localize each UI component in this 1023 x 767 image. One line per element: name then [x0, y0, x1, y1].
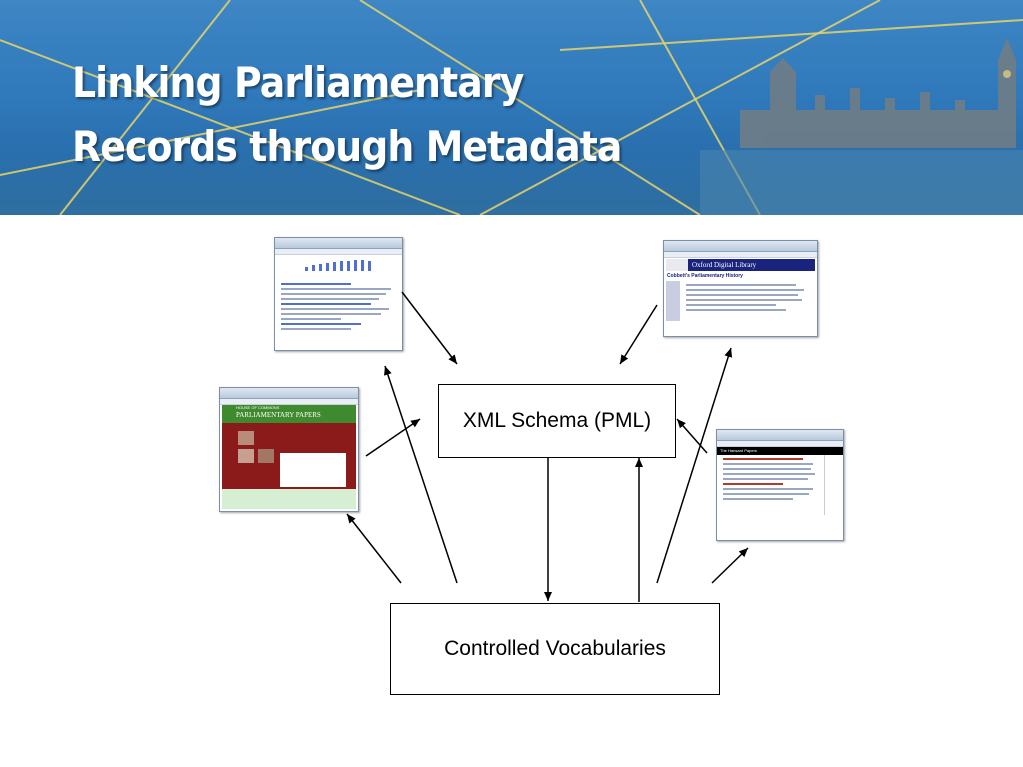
banner-streak: [559, 19, 1023, 51]
oxford-sidebar: [666, 281, 680, 321]
arrow-vocab-to-topleft: [384, 365, 458, 584]
banner-streak: [479, 0, 881, 215]
arrow-midleft-to-xml: [365, 418, 421, 457]
xml-schema-box: XML Schema (PML): [438, 384, 676, 458]
title-banner: Linking Parliamentary Records through Me…: [0, 0, 1023, 215]
parliament-silhouette: [740, 38, 1016, 148]
oxford-logo: [666, 259, 688, 271]
arrow-vocab-to-topright: [656, 347, 733, 584]
banner-streak: [0, 89, 421, 176]
controlled-vocabularies-label: Controlled Vocabularies: [444, 637, 666, 660]
commons-footer: [222, 489, 356, 509]
arrow-topright-to-xml: [619, 304, 658, 365]
commons-header-title: PARLIAMENTARY PAPERS: [236, 411, 321, 419]
hansard-sidebar: [824, 455, 843, 515]
commons-header: HOUSE OF COMMONS PARLIAMENTARY PAPERS: [222, 405, 356, 423]
browser-toolbar: [717, 441, 843, 447]
arrow-vocab-to-midright: [711, 547, 749, 584]
arrow-topleft-to-xml: [401, 291, 458, 365]
commons-photo: [238, 449, 254, 463]
banner-title-line-2: Records through Metadata: [72, 122, 622, 171]
oxford-site-header: Oxford Digital Library: [688, 259, 815, 271]
commons-photo: [238, 431, 254, 445]
banner-background: [0, 0, 1023, 215]
banner-title-line-1: Linking Parliamentary: [72, 58, 524, 107]
commons-search-panel: [280, 453, 346, 487]
browser-chrome: [664, 241, 817, 252]
browser-toolbar: [664, 252, 817, 258]
website-thumbnail-commons-papers: HOUSE OF COMMONS PARLIAMENTARY PAPERS: [219, 387, 359, 512]
xml-schema-label: XML Schema (PML): [462, 409, 652, 432]
oxford-page-heading: Cobbett's Parliamentary History: [667, 273, 743, 279]
banner-streak: [359, 0, 701, 215]
controlled-vocabularies-box: Controlled Vocabularies: [390, 603, 720, 695]
browser-toolbar: [275, 249, 402, 255]
commons-header-small: HOUSE OF COMMONS: [236, 405, 280, 410]
website-thumbnail-hansard: The Hansard Papers: [716, 429, 844, 541]
river-water: [700, 150, 1023, 215]
arrow-vocab-to-midleft: [346, 513, 402, 584]
banner-streak: [59, 0, 231, 215]
browser-chrome: [220, 388, 358, 399]
browser-chrome: [717, 430, 843, 441]
browser-chrome: [275, 238, 402, 249]
website-thumbnail-top-left: [274, 237, 403, 351]
arrow-midright-to-xml: [676, 418, 708, 454]
commons-content-area: [222, 423, 356, 489]
hansard-header: The Hansard Papers: [717, 447, 843, 455]
browser-toolbar: [220, 399, 358, 405]
commons-photo: [258, 449, 274, 463]
website-thumbnail-oxford: Oxford Digital Library Cobbett's Parliam…: [663, 240, 818, 337]
mini-bar-chart: [305, 260, 371, 271]
